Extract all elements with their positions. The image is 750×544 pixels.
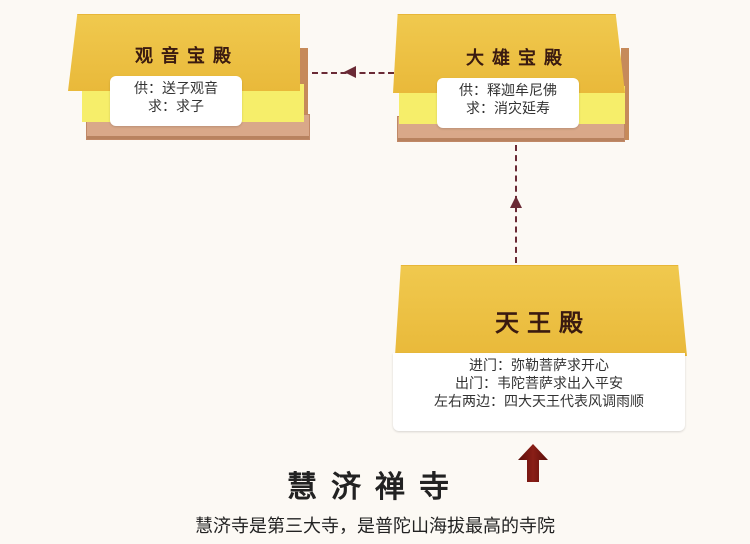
- temple-name: 慧济禅寺: [287, 470, 463, 505]
- hall-info-line: 供：送子观音: [134, 81, 218, 97]
- hall-tianwang: 天王殿 进门：弥勒菩萨求开心 出门：韦陀菩萨求出入平安 左右两边：四大天王代表风…: [393, 265, 693, 435]
- hall-guanyin: 观音宝殿 供：送子观音 求：求子: [62, 14, 312, 140]
- hall-info-line: 出门：韦陀菩萨求出入平安: [455, 376, 623, 392]
- hall-info-card: 供：送子观音 求：求子: [110, 76, 242, 126]
- hall-info-card: 供：释迦牟尼佛 求：消灾延寿: [437, 78, 579, 128]
- arrow-left-icon: [344, 66, 356, 78]
- hall-side: [621, 48, 629, 140]
- entrance-arrow-icon: [518, 444, 548, 482]
- hall-title: 大雄宝殿: [466, 48, 570, 69]
- hall-info-card: 进门：弥勒菩萨求开心 出门：韦陀菩萨求出入平安 左右两边：四大天王代表风调雨顺: [393, 353, 685, 431]
- hall-info-line: 供：释迦牟尼佛: [459, 83, 557, 99]
- hall-roof: [395, 265, 687, 356]
- hall-info-line: 求：消灾延寿: [466, 101, 550, 117]
- arrow-up-icon: [510, 196, 522, 208]
- temple-description: 慧济寺是第三大寺，是普陀山海拔最高的寺院: [195, 516, 555, 537]
- hall-info-line: 进门：弥勒菩萨求开心: [469, 358, 609, 374]
- hall-daxiong: 大雄宝殿 供：释迦牟尼佛 求：消灾延寿: [393, 14, 643, 142]
- hall-title: 天王殿: [495, 308, 591, 337]
- hall-side: [300, 48, 308, 138]
- hall-title: 观音宝殿: [135, 46, 239, 67]
- hall-info-line: 求：求子: [148, 99, 204, 115]
- hall-info-line: 左右两边：四大天王代表风调雨顺: [434, 394, 644, 410]
